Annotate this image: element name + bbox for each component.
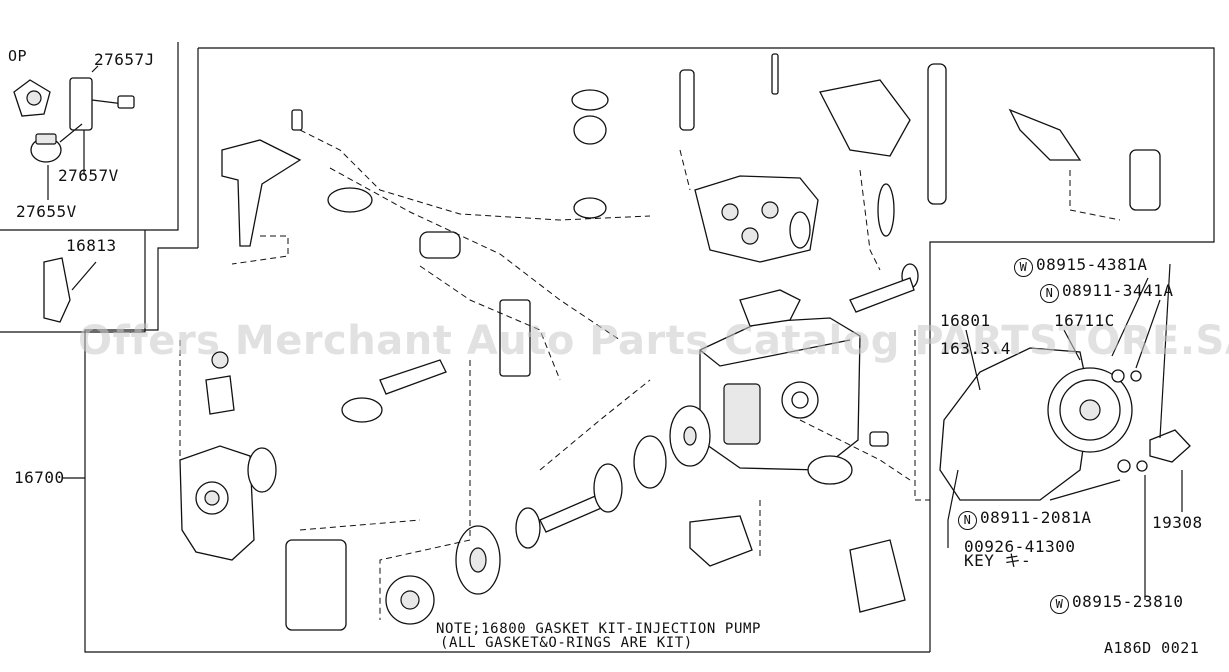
label-00926-41300: 00926-41300 [964,537,1076,556]
label-16801: 16801 [940,311,991,330]
part-code: 08915-23810 [1072,592,1184,611]
washer-symbol: W [1050,595,1069,614]
timing-gear-assembly [939,263,1191,600]
watermark: Offers Merchant Auto Parts Catalog PARTS… [78,318,1229,364]
label-key: KEY キ- [964,551,1032,570]
label-27657v: 27657V [58,166,119,185]
nut-symbol: N [1040,284,1059,303]
label-27655v: 27655V [16,202,77,221]
label-16700: 16700 [14,468,65,487]
note-line-2: (ALL GASKET&O-RINGS ARE KIT) [440,635,693,651]
label-16813: 16813 [66,236,117,255]
pump-body [694,175,861,471]
governor-housing [179,351,277,561]
part-code: 08911-2081A [980,508,1092,527]
inset-parts [13,65,135,323]
top-row-parts [221,53,1161,631]
label-16711c: 16711C [1054,311,1115,330]
label-27657j: 27657J [94,50,155,69]
label-16831: 163.3.4 [940,339,1011,358]
guide-lines [179,129,1121,620]
nut-symbol: N [958,511,977,530]
label-op: OP [8,47,28,65]
label-19308: 19308 [1152,513,1203,532]
washer-symbol: W [1014,258,1033,277]
part-code: 08911-3441A [1062,281,1174,300]
note-line-1: NOTE;16800 GASKET KIT-INJECTION PUMP [436,621,762,637]
diagram-id: A186D 0021 [1104,639,1200,657]
drive-shaft-group [385,405,711,625]
diagram-frames [0,42,1215,653]
part-code: 08915-4381A [1036,255,1148,274]
